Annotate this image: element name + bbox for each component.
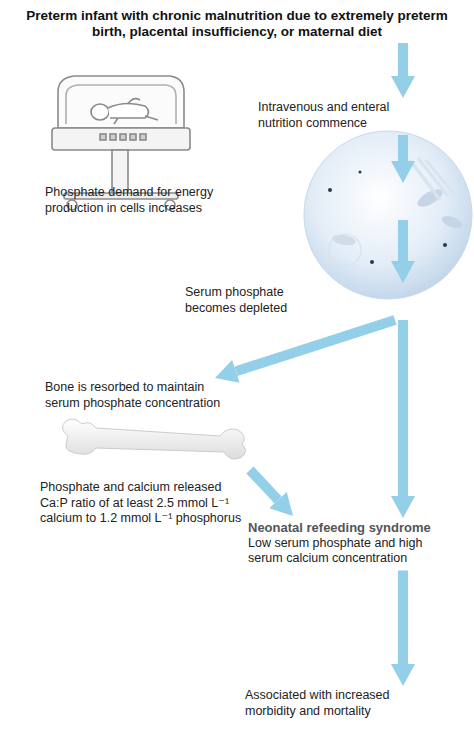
flow-step: Associated with increased morbidity and … xyxy=(245,688,470,719)
flow-arrow xyxy=(236,320,395,371)
flow-arrow xyxy=(398,571,408,665)
flow-step: Intravenous and enteral nutrition commen… xyxy=(258,100,413,131)
bone-illustration xyxy=(62,419,245,459)
step-text: Low serum phosphate and high serum calci… xyxy=(248,536,443,567)
flow-arrow xyxy=(398,43,408,76)
step-text: Associated with increased morbidity and … xyxy=(245,688,425,719)
step-text: Phosphate demand for energy production i… xyxy=(45,185,240,216)
step-text: Intravenous and enteral nutrition commen… xyxy=(258,100,418,131)
step-heading: Neonatal refeeding syndrome xyxy=(248,520,443,536)
flow-step: Serum phosphate becomes depleted xyxy=(185,285,410,316)
flow-step: Phosphate demand for energy production i… xyxy=(45,185,410,216)
flow-step: Neonatal refeeding syndromeLow serum pho… xyxy=(248,520,470,567)
step-text: Serum phosphate becomes depleted xyxy=(185,285,325,316)
flow-arrow xyxy=(398,135,408,161)
flow-arrow xyxy=(250,470,278,500)
step-text: Preterm infant with chronic malnutrition… xyxy=(22,8,452,39)
flow-step: Bone is resorbed to maintain serum phosp… xyxy=(45,380,280,472)
flow-arrow xyxy=(398,220,408,261)
flow-arrow xyxy=(398,320,408,496)
edge-label: Phosphate and calcium released Ca:P rati… xyxy=(40,480,250,527)
flow-step: Preterm infant with chronic malnutrition… xyxy=(10,8,464,39)
cell-illustration xyxy=(304,131,472,299)
step-text: Bone is resorbed to maintain serum phosp… xyxy=(45,380,233,411)
